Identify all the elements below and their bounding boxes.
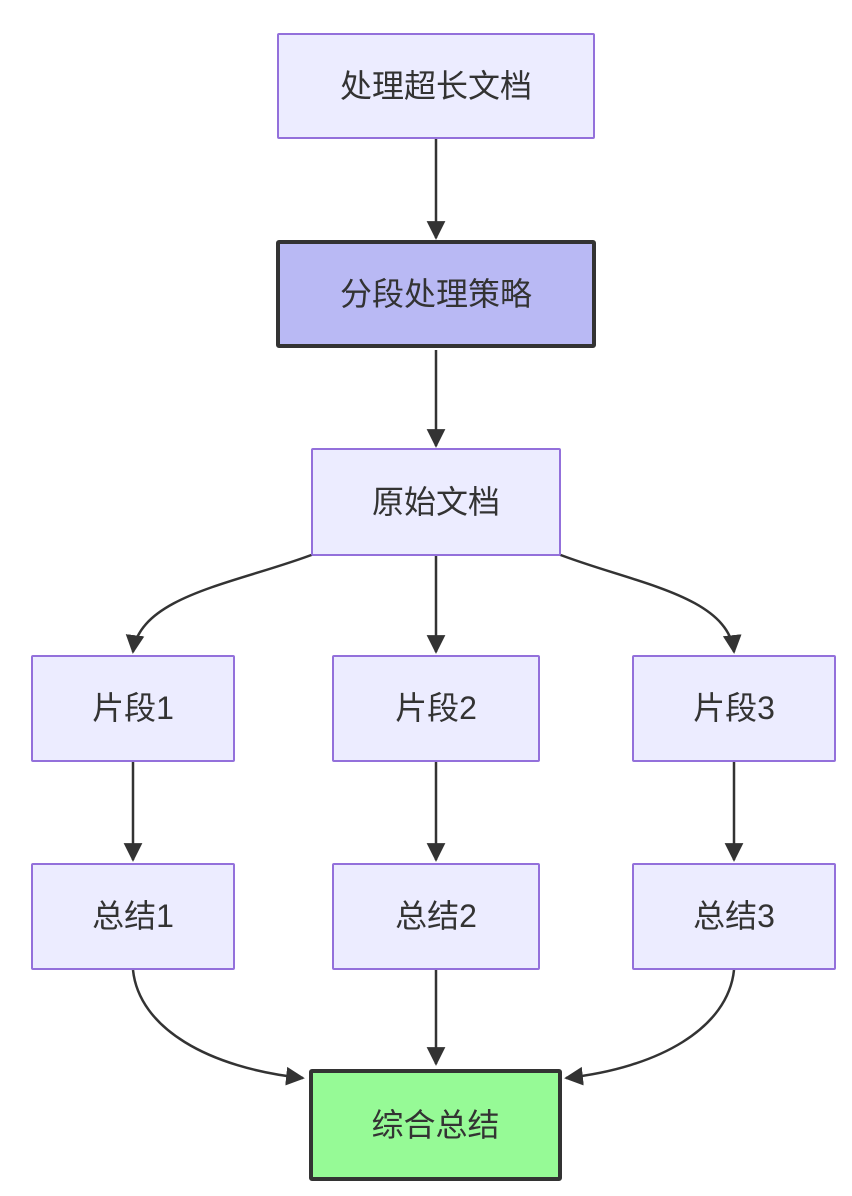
node-start: 处理超长文档: [277, 33, 595, 139]
edge-sum1-final: [131, 969, 305, 1086]
node-seg2-label: 片段2: [395, 690, 477, 727]
node-doc-label: 原始文档: [371, 483, 500, 520]
node-sum1: 总结1: [31, 863, 235, 970]
node-sum3: 总结3: [632, 863, 836, 970]
edge-doc-seg1: [125, 552, 315, 654]
node-sum2: 总结2: [332, 863, 540, 970]
node-strategy: 分段处理策略: [276, 240, 596, 348]
edge-doc-seg3: [557, 552, 742, 654]
node-sum1-label: 总结1: [92, 898, 174, 935]
node-final-label: 综合总结: [371, 1106, 500, 1143]
node-sum3-label: 总结3: [693, 898, 775, 935]
node-seg3-label: 片段3: [693, 690, 775, 727]
node-strategy-label: 分段处理策略: [339, 275, 532, 312]
node-seg3: 片段3: [632, 655, 836, 762]
node-seg1-label: 片段1: [92, 690, 174, 727]
node-seg1: 片段1: [31, 655, 235, 762]
node-doc: 原始文档: [311, 448, 561, 556]
edge-sum3-final: [564, 969, 736, 1086]
node-seg2: 片段2: [332, 655, 540, 762]
node-final: 综合总结: [309, 1069, 562, 1181]
node-sum2-label: 总结2: [395, 898, 477, 935]
node-start-label: 处理超长文档: [339, 67, 532, 104]
